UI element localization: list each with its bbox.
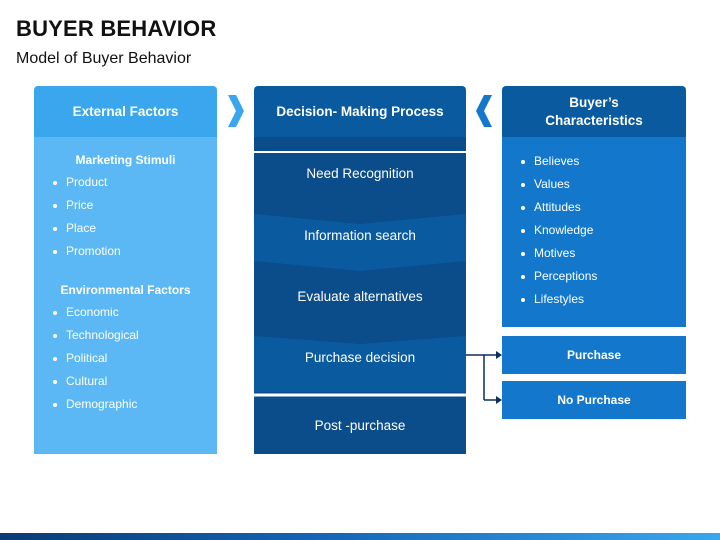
environmental-factors-title: Environmental Factors (60, 283, 191, 297)
arrow-left-icon (476, 95, 492, 127)
buyer-characteristics-list: Believes Values Attitudes Knowledge Moti… (502, 150, 686, 311)
buyer-header-line2: Characteristics (545, 112, 643, 128)
decision-process-panel: Decision- Making Process Need Recognitio… (254, 86, 466, 454)
list-item: Cultural (34, 370, 217, 393)
step-shape-post-purchase (254, 398, 466, 454)
step-shape-evaluate-alternatives (254, 276, 466, 333)
marketing-stimuli-section: Marketing Stimuli Product Price Place Pr… (34, 153, 217, 263)
list-item: Place (34, 217, 217, 240)
list-item: Political (34, 347, 217, 370)
slide-title: BUYER BEHAVIOR (16, 16, 217, 41)
step-information-search: Information search (304, 228, 416, 243)
list-item: Perceptions (502, 265, 686, 288)
external-factors-header: External Factors (34, 86, 217, 137)
buyer-characteristics-panel: Buyer’s Characteristics Believes Values … (502, 86, 686, 327)
list-item: Economic (34, 301, 217, 324)
outcome-purchase: Purchase (502, 336, 686, 374)
external-factors-panel: External Factors Marketing Stimuli Produ… (34, 86, 217, 454)
list-item: Values (502, 173, 686, 196)
buyer-characteristics-body: Believes Values Attitudes Knowledge Moti… (502, 137, 686, 327)
decision-process-header: Decision- Making Process (254, 86, 466, 137)
list-item: Attitudes (502, 196, 686, 219)
step-purchase-decision: Purchase decision (304, 350, 416, 365)
list-item: Knowledge (502, 219, 686, 242)
process-steps-graphic (254, 137, 466, 454)
list-item: Price (34, 194, 217, 217)
buyer-header-line1: Buyer’s (569, 94, 619, 110)
marketing-stimuli-title: Marketing Stimuli (75, 153, 176, 167)
list-item: Product (34, 171, 217, 194)
list-item: Demographic (34, 393, 217, 416)
step-need-recognition: Need Recognition (306, 166, 414, 181)
branch-connector (466, 351, 502, 404)
environmental-factors-list: Economic Technological Political Cultura… (34, 301, 217, 416)
list-item: Believes (502, 150, 686, 173)
environmental-factors-section: Environmental Factors Economic Technolog… (34, 283, 217, 416)
slide-subtitle: Model of Buyer Behavior (16, 50, 192, 67)
buyer-characteristics-header: Buyer’s Characteristics (502, 86, 686, 137)
footer-bar (0, 533, 720, 540)
list-item: Lifestyles (502, 288, 686, 311)
marketing-stimuli-list: Product Price Place Promotion (34, 171, 217, 263)
external-factors-body: Marketing Stimuli Product Price Place Pr… (34, 137, 217, 454)
step-shape-need-recognition (254, 152, 466, 209)
list-item: Promotion (34, 240, 217, 263)
step-shape-information-search (254, 214, 466, 271)
step-shape-purchase-decision (254, 336, 466, 392)
outcome-no-purchase: No Purchase (502, 381, 686, 419)
list-item: Technological (34, 324, 217, 347)
list-item: Motives (502, 242, 686, 265)
step-post-purchase: Post -purchase (314, 418, 406, 433)
arrow-right-icon (228, 95, 244, 127)
step-evaluate-alternatives: Evaluate alternatives (297, 289, 423, 304)
